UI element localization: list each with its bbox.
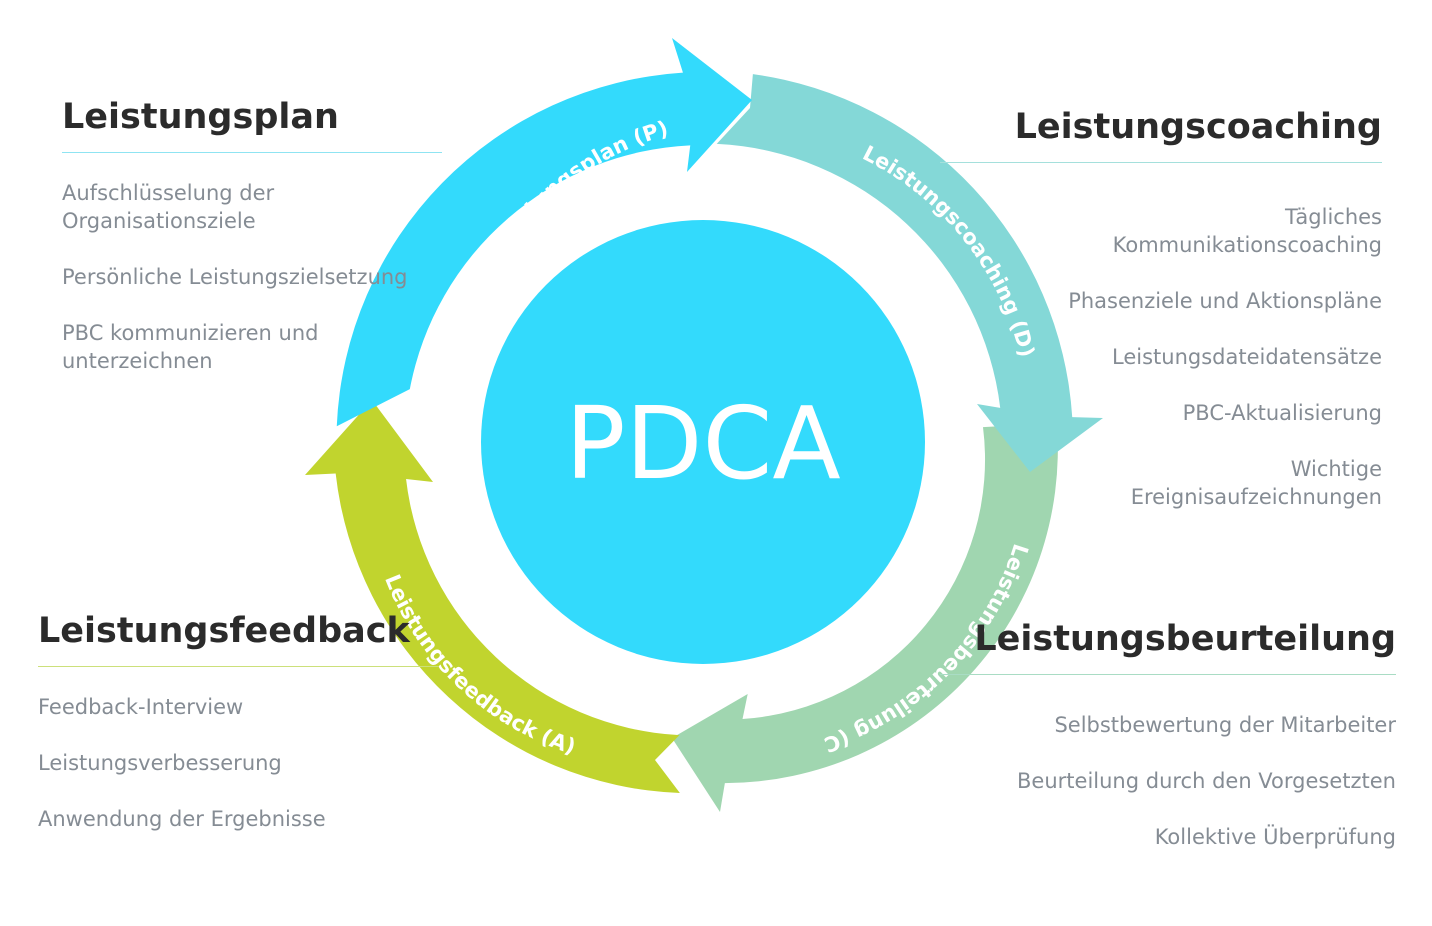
- item-list: Tägliches Kommunikationscoaching Phasenz…: [940, 203, 1382, 511]
- panel-title-leistungsfeedback: Leistungsfeedback: [38, 611, 410, 651]
- list-item: Leistungsverbesserung: [38, 751, 282, 775]
- list-item: PBC kommunizieren und unterzeichnen: [62, 321, 319, 373]
- divider-line: [940, 162, 1382, 163]
- panel-leistungsbeurteilung: Leistungsbeurteilung Selbstbewertung der…: [940, 618, 1396, 879]
- arc-arrow-feedback: [305, 400, 680, 794]
- list-item: Aufschlüsselung der Organisationsziele: [62, 181, 275, 233]
- divider-line: [62, 152, 442, 153]
- item-list: Aufschlüsselung der Organisationsziele P…: [62, 179, 442, 375]
- list-item: Wichtige Ereignisaufzeichnungen: [1130, 457, 1382, 509]
- list-item: Persönliche Leistungszielsetzung: [62, 265, 408, 289]
- list-item: Selbstbewertung der Mitarbeiter: [1054, 713, 1396, 737]
- arc-arrow-plan: [336, 38, 752, 427]
- panel-title-leistungscoaching: Leistungscoaching: [1014, 107, 1382, 147]
- list-item: Feedback-Interview: [38, 695, 244, 719]
- item-list: Selbstbewertung der Mitarbeiter Beurteil…: [940, 711, 1396, 851]
- list-item: Phasenziele und Aktionspläne: [1068, 289, 1382, 313]
- panel-leistungsplan: Leistungsplan Aufschlüsselung der Organi…: [62, 96, 442, 403]
- center-circle: [481, 220, 925, 664]
- divider-line: [38, 666, 438, 667]
- divider-line: [940, 674, 1396, 675]
- item-list: Feedback-Interview Leistungsverbesserung…: [38, 693, 438, 833]
- panel-leistungscoaching: Leistungscoaching Tägliches Kommunikatio…: [940, 106, 1382, 539]
- list-item: Leistungsdateidatensätze: [1112, 345, 1382, 369]
- panel-title-leistungsbeurteilung: Leistungsbeurteilung: [974, 619, 1396, 659]
- panel-title-leistungsplan: Leistungsplan: [62, 97, 339, 137]
- arc-arrow-beurteilung: [672, 423, 1058, 812]
- arc-arrow-coaching: [716, 74, 1103, 472]
- panel-leistungsfeedback: Leistungsfeedback Feedback-Interview Lei…: [38, 610, 438, 861]
- list-item: Tägliches Kommunikationscoaching: [1112, 205, 1382, 257]
- list-item: Anwendung der Ergebnisse: [38, 807, 326, 831]
- list-item: Beurteilung durch den Vorgesetzten: [1017, 769, 1396, 793]
- list-item: Kollektive Überprüfung: [1154, 825, 1396, 849]
- list-item: PBC-Aktualisierung: [1182, 401, 1382, 425]
- center-label: PDCA: [565, 385, 841, 502]
